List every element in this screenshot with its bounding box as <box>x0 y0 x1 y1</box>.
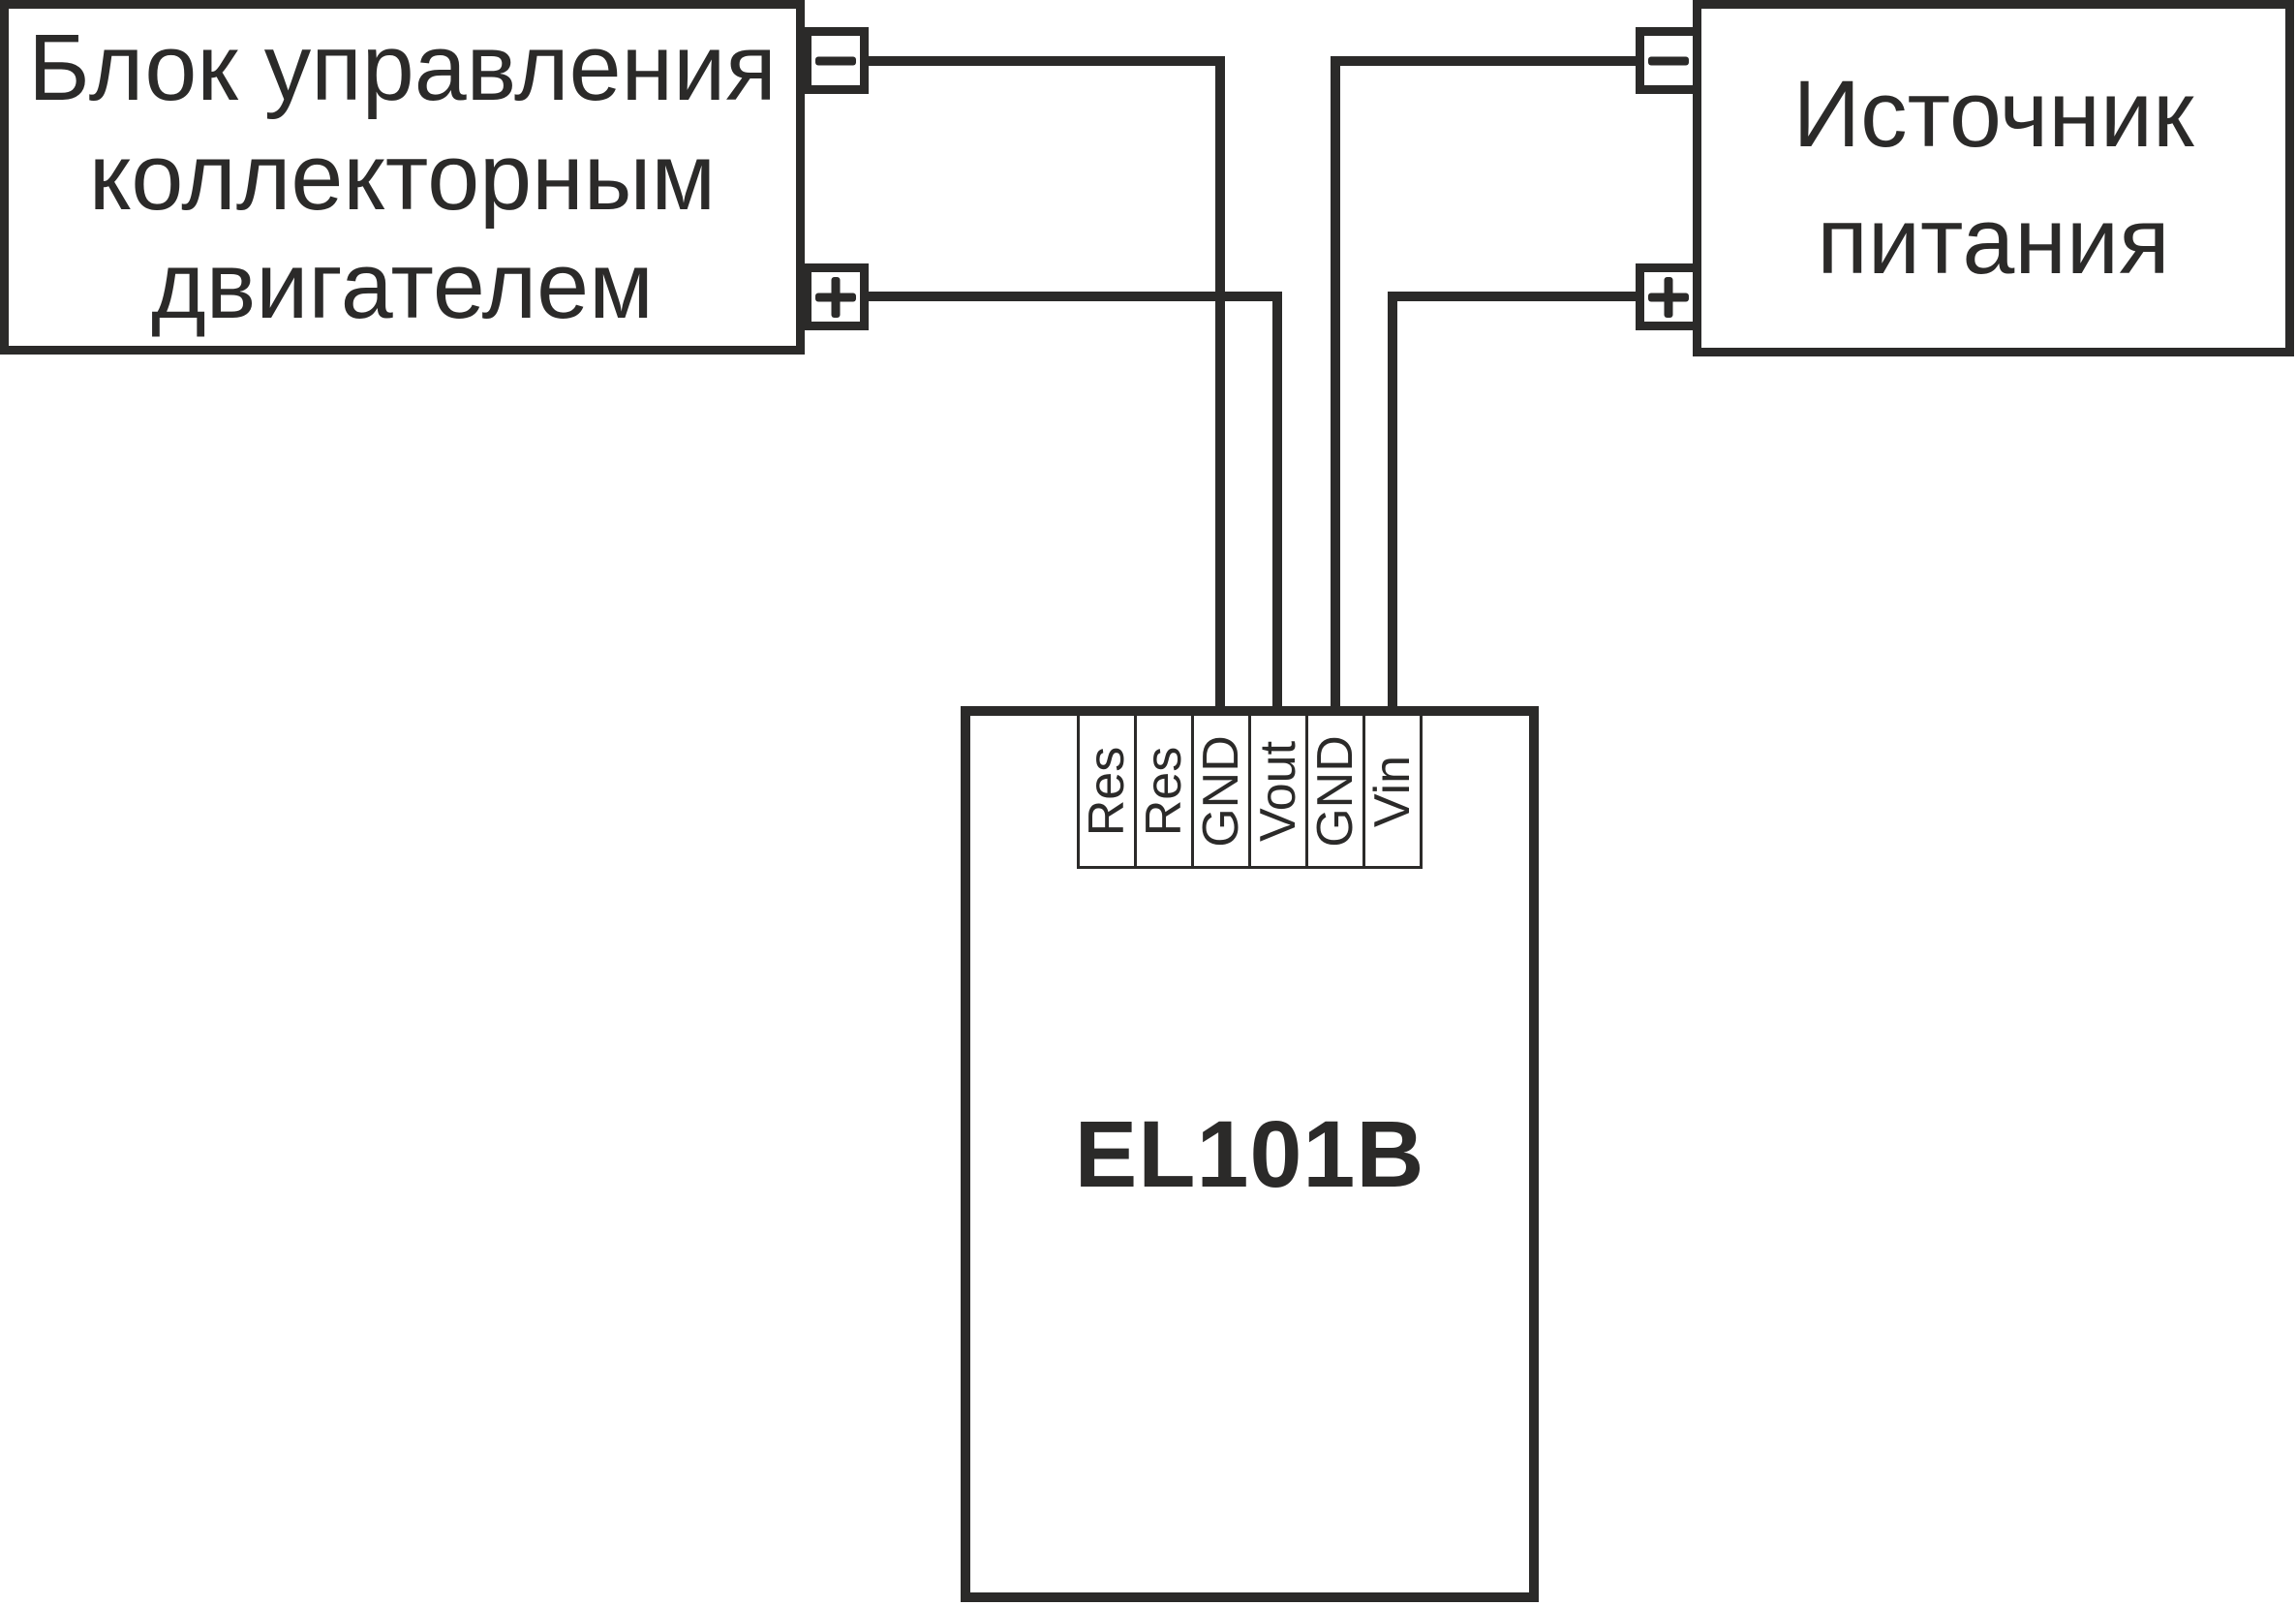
controller-label-line2: коллекторным <box>88 123 717 230</box>
power-label-line1: Источник <box>1792 61 2194 168</box>
minus-icon <box>815 56 856 65</box>
wire-controller-minus-to-gnd <box>1215 56 1225 716</box>
controller-block-label: Блок управления коллекторным двигателем <box>28 14 777 341</box>
plus-icon <box>1664 276 1673 318</box>
pin-cell-res2: Res <box>1136 716 1194 869</box>
minus-icon <box>1648 56 1689 65</box>
pin-cell-vin: Vin <box>1364 716 1423 869</box>
power-supply-block-label: Источник питания <box>1792 51 2193 305</box>
pin-cell-gnd1: GND <box>1193 716 1251 869</box>
wire-power-plus-to-vin <box>1388 292 1397 716</box>
wire-power-minus-to-gnd <box>1331 56 1340 716</box>
controller-label-line3: двигателем <box>151 232 654 339</box>
pin-label-res1: Res <box>1079 746 1135 836</box>
device-pin-strip: Res Res GND Vout GND Vin <box>1077 716 1423 869</box>
pin-label-gnd1: GND <box>1193 734 1249 848</box>
power-plus-terminal <box>1636 263 1701 330</box>
plus-icon <box>831 276 841 318</box>
controller-minus-terminal <box>803 27 869 94</box>
pin-cell-res1: Res <box>1079 716 1137 869</box>
controller-plus-terminal <box>803 263 869 330</box>
wire-controller-minus-horizontal <box>869 56 1225 66</box>
pin-label-gnd2: GND <box>1307 734 1363 848</box>
pin-label-res2: Res <box>1136 746 1192 836</box>
power-minus-terminal <box>1636 27 1701 94</box>
wire-controller-plus-horizontal <box>869 292 1282 301</box>
controller-label-line1: Блок управления <box>28 15 777 121</box>
wire-power-minus-horizontal <box>1331 56 1637 66</box>
power-supply-block: Источник питания <box>1693 0 2294 356</box>
wire-power-plus-horizontal <box>1388 292 1637 301</box>
pin-cell-vout: Vout <box>1250 716 1308 869</box>
pin-label-vin: Vin <box>1364 755 1421 827</box>
wire-controller-plus-to-vout <box>1272 292 1282 716</box>
controller-block: Блок управления коллекторным двигателем <box>0 0 805 355</box>
pin-cell-gnd2: GND <box>1307 716 1365 869</box>
pin-label-vout: Vout <box>1250 740 1306 842</box>
power-label-line2: питания <box>1817 188 2170 293</box>
device-label: EL101B <box>1074 1100 1425 1207</box>
